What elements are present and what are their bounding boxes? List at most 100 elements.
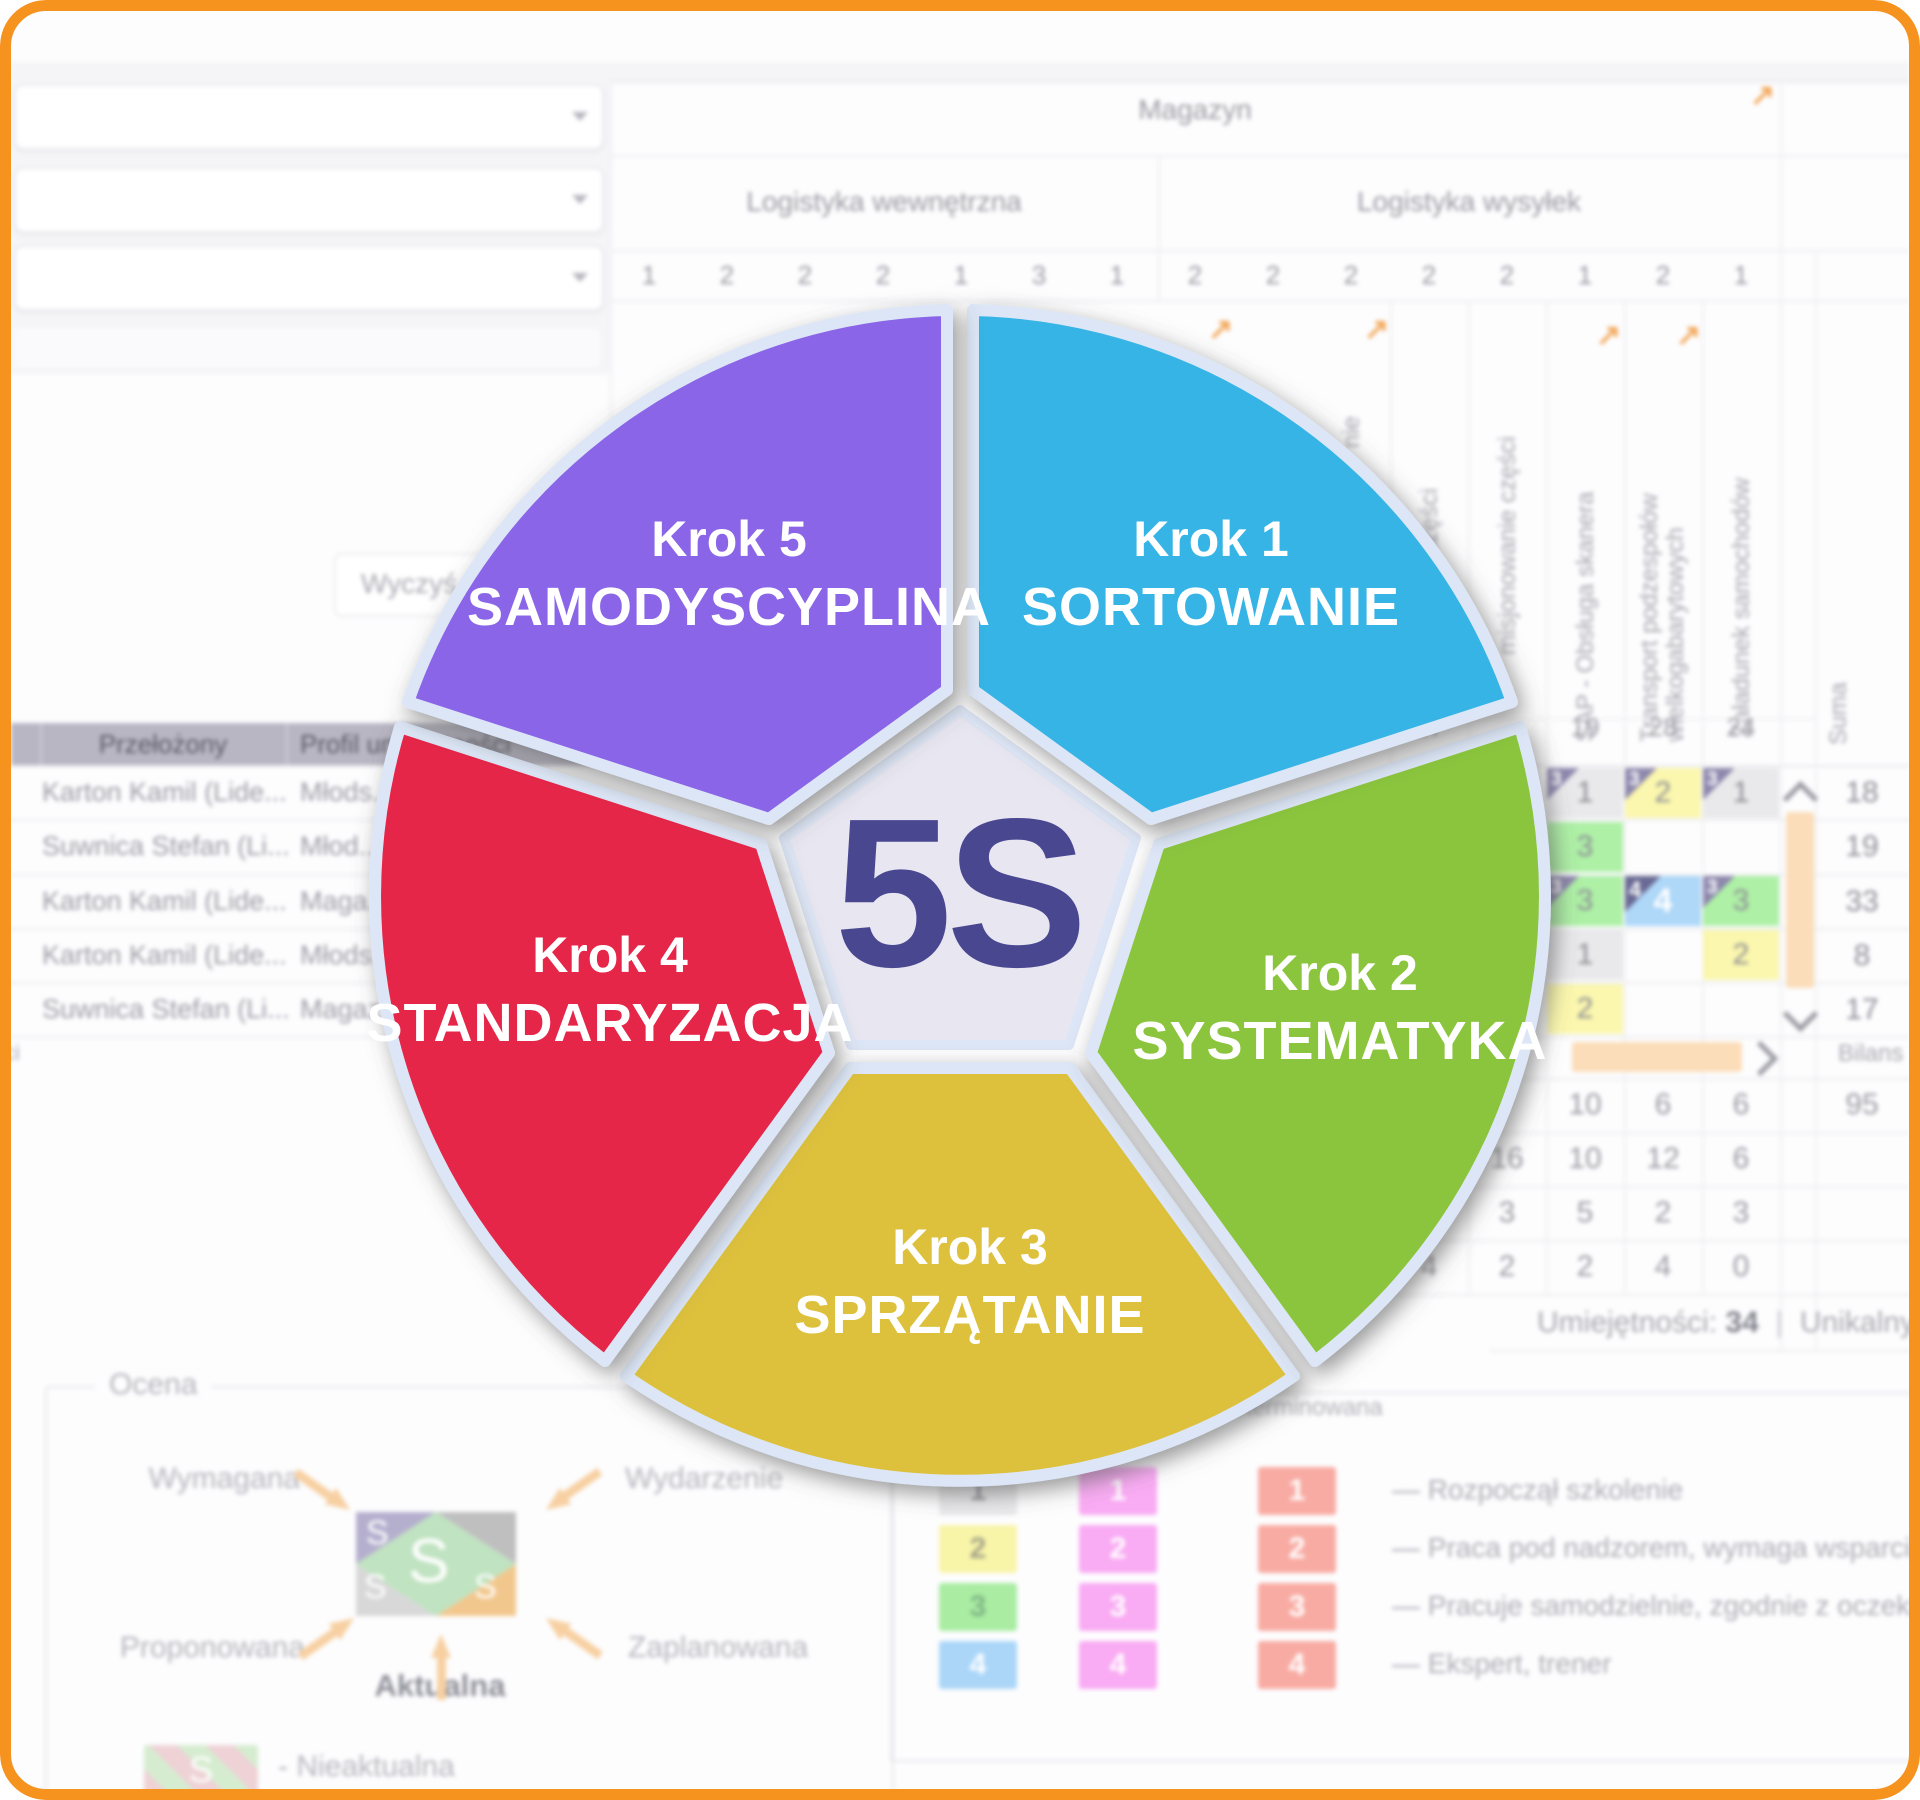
- col-count: 2: [1187, 260, 1203, 290]
- col-count: 1: [1733, 260, 1749, 290]
- col-count: 1: [641, 260, 657, 290]
- col-count: 2: [1421, 260, 1437, 290]
- legend-swatch: 2: [1079, 1525, 1157, 1573]
- row-sum: 19: [1845, 830, 1879, 863]
- bilans-label: Bilans: [1838, 1040, 1904, 1067]
- filter-dropdown-3[interactable]: [14, 245, 604, 311]
- chevron-down-icon: [572, 195, 588, 204]
- summary-value: 10: [1568, 1142, 1602, 1175]
- legend-swatch: 3: [1079, 1583, 1157, 1631]
- expand-arrow-icon[interactable]: ↗: [1750, 79, 1776, 112]
- ocena-title: Ocena: [95, 1368, 212, 1402]
- segment-label-krok-4: Krok 4 STANDARYZACJA: [366, 927, 854, 1053]
- row-sum: 17: [1845, 993, 1879, 1026]
- col-count: 1: [1577, 260, 1593, 290]
- summary-bilans: 95: [1845, 1088, 1879, 1121]
- legend-description: — Rozpoczął szkolenie: [1392, 1474, 1684, 1505]
- summary-value: 5: [1576, 1196, 1594, 1229]
- summary-value: 2: [1576, 1250, 1594, 1283]
- skill-count: 24: [1726, 712, 1756, 742]
- horizontal-scrollbar[interactable]: [1572, 1042, 1742, 1072]
- row-sum: 8: [1853, 939, 1871, 972]
- legend-swatch: 4: [1258, 1641, 1336, 1689]
- rating-legend-panel: [890, 1392, 1911, 1762]
- summary-value: 4: [1654, 1250, 1672, 1283]
- skill-cell[interactable]: 2: [1547, 984, 1623, 1034]
- summary-value: 12: [1646, 1142, 1680, 1175]
- skill-cell[interactable]: 4 4: [1625, 876, 1701, 926]
- legend-swatch: 1: [1258, 1467, 1336, 1515]
- table-row[interactable]: Suwnica Stefan (Li... Magaz...: [42, 994, 404, 1024]
- filter-dropdown-2[interactable]: [14, 167, 604, 233]
- legend-swatch: 3: [939, 1583, 1017, 1631]
- col-count: 2: [719, 260, 735, 290]
- summary-value: 6: [1732, 1088, 1750, 1121]
- legend-description: — Ekspert, trener: [1392, 1648, 1612, 1679]
- pentagon-center: [779, 705, 1141, 1050]
- legend-swatch: 1: [1079, 1467, 1157, 1515]
- chevron-down-icon: [572, 112, 588, 121]
- skill-cell[interactable]: 2: [1703, 930, 1779, 980]
- summary-value: 2: [1498, 1250, 1516, 1283]
- segment-krok-1: [967, 304, 1518, 825]
- row-sum: 18: [1845, 776, 1879, 809]
- segment-krok-5: [402, 304, 953, 825]
- expand-arrow-icon[interactable]: ↗: [1596, 319, 1622, 352]
- skill-count: 28: [1648, 712, 1678, 742]
- evaluation-diamond: S S S S: [356, 1512, 516, 1616]
- label-wydarzenie: Wydarzenie: [625, 1462, 784, 1495]
- skill-cell[interactable]: 1: [1547, 930, 1623, 980]
- segment-krok-2: [1085, 721, 1551, 1367]
- legend-swatch: 3: [1258, 1583, 1336, 1631]
- expand-arrow-icon[interactable]: ↗: [1208, 313, 1234, 346]
- segment-label-krok-2: Krok 2 SYSTEMATYKA: [1132, 945, 1548, 1071]
- legend-description: — Praca pod nadzorem, wymaga wsparcia: [1392, 1532, 1920, 1563]
- skills-total: Umiejętności: 34 | Unikalnych: 2: [1537, 1306, 1920, 1339]
- summary-value: 3: [1498, 1196, 1516, 1229]
- ocena-panel: [45, 1386, 894, 1800]
- col-count: 2: [875, 260, 891, 290]
- legend-swatch: 4: [1079, 1641, 1157, 1689]
- col-count: 1: [953, 260, 969, 290]
- col-count: 2: [1265, 260, 1281, 290]
- vertical-scrollbar[interactable]: [1786, 812, 1814, 988]
- subgroup-logistyka-wewnetrzna: Logistyka wewnętrzna: [746, 186, 1022, 217]
- table-row[interactable]: Suwnica Stefan (Li... Młod...: [42, 831, 382, 861]
- summary-value: 2: [1654, 1196, 1672, 1229]
- wheel-center-text: 5S: [834, 774, 1087, 1011]
- label-wymagana: Wymagana: [148, 1462, 300, 1495]
- expand-arrow-icon[interactable]: ↗: [1676, 319, 1702, 352]
- filter-extra-row: [14, 328, 600, 368]
- col-count: 2: [797, 260, 813, 290]
- label-zaplanowana: Zaplanowana: [628, 1631, 809, 1664]
- nieaktualna-swatch: S: [144, 1745, 258, 1797]
- summary-value: 16: [1490, 1142, 1524, 1175]
- segment-label-krok-3: Krok 3 SPRZĄTANIE: [794, 1219, 1146, 1345]
- column-header-przelozony[interactable]: Przełożony: [98, 729, 228, 759]
- summary-value: 10: [1568, 1088, 1602, 1121]
- legend-swatch: 2: [939, 1525, 1017, 1573]
- col-count: 2: [1499, 260, 1515, 290]
- summary-value: 6: [1732, 1142, 1750, 1175]
- summary-value: 6: [1654, 1088, 1672, 1121]
- legend-swatch: 4: [939, 1641, 1017, 1689]
- row-sum: 33: [1845, 885, 1879, 918]
- subgroup-logistyka-wysylek: Logistyka wysyłek: [1356, 186, 1582, 217]
- top-strip: [11, 62, 1909, 84]
- skill-cell[interactable]: 3: [1547, 822, 1623, 872]
- segment-label-krok-5: Krok 5 SAMODYSCYPLINA: [466, 511, 992, 637]
- summary-value: 3: [1732, 1196, 1750, 1229]
- legend-swatch: 2: [1258, 1525, 1336, 1573]
- col-count: 3: [1031, 260, 1047, 290]
- segment-krok-3: [620, 1062, 1300, 1487]
- expand-arrow-icon[interactable]: ↗: [1364, 313, 1390, 346]
- filter-dropdown-1[interactable]: [14, 84, 604, 150]
